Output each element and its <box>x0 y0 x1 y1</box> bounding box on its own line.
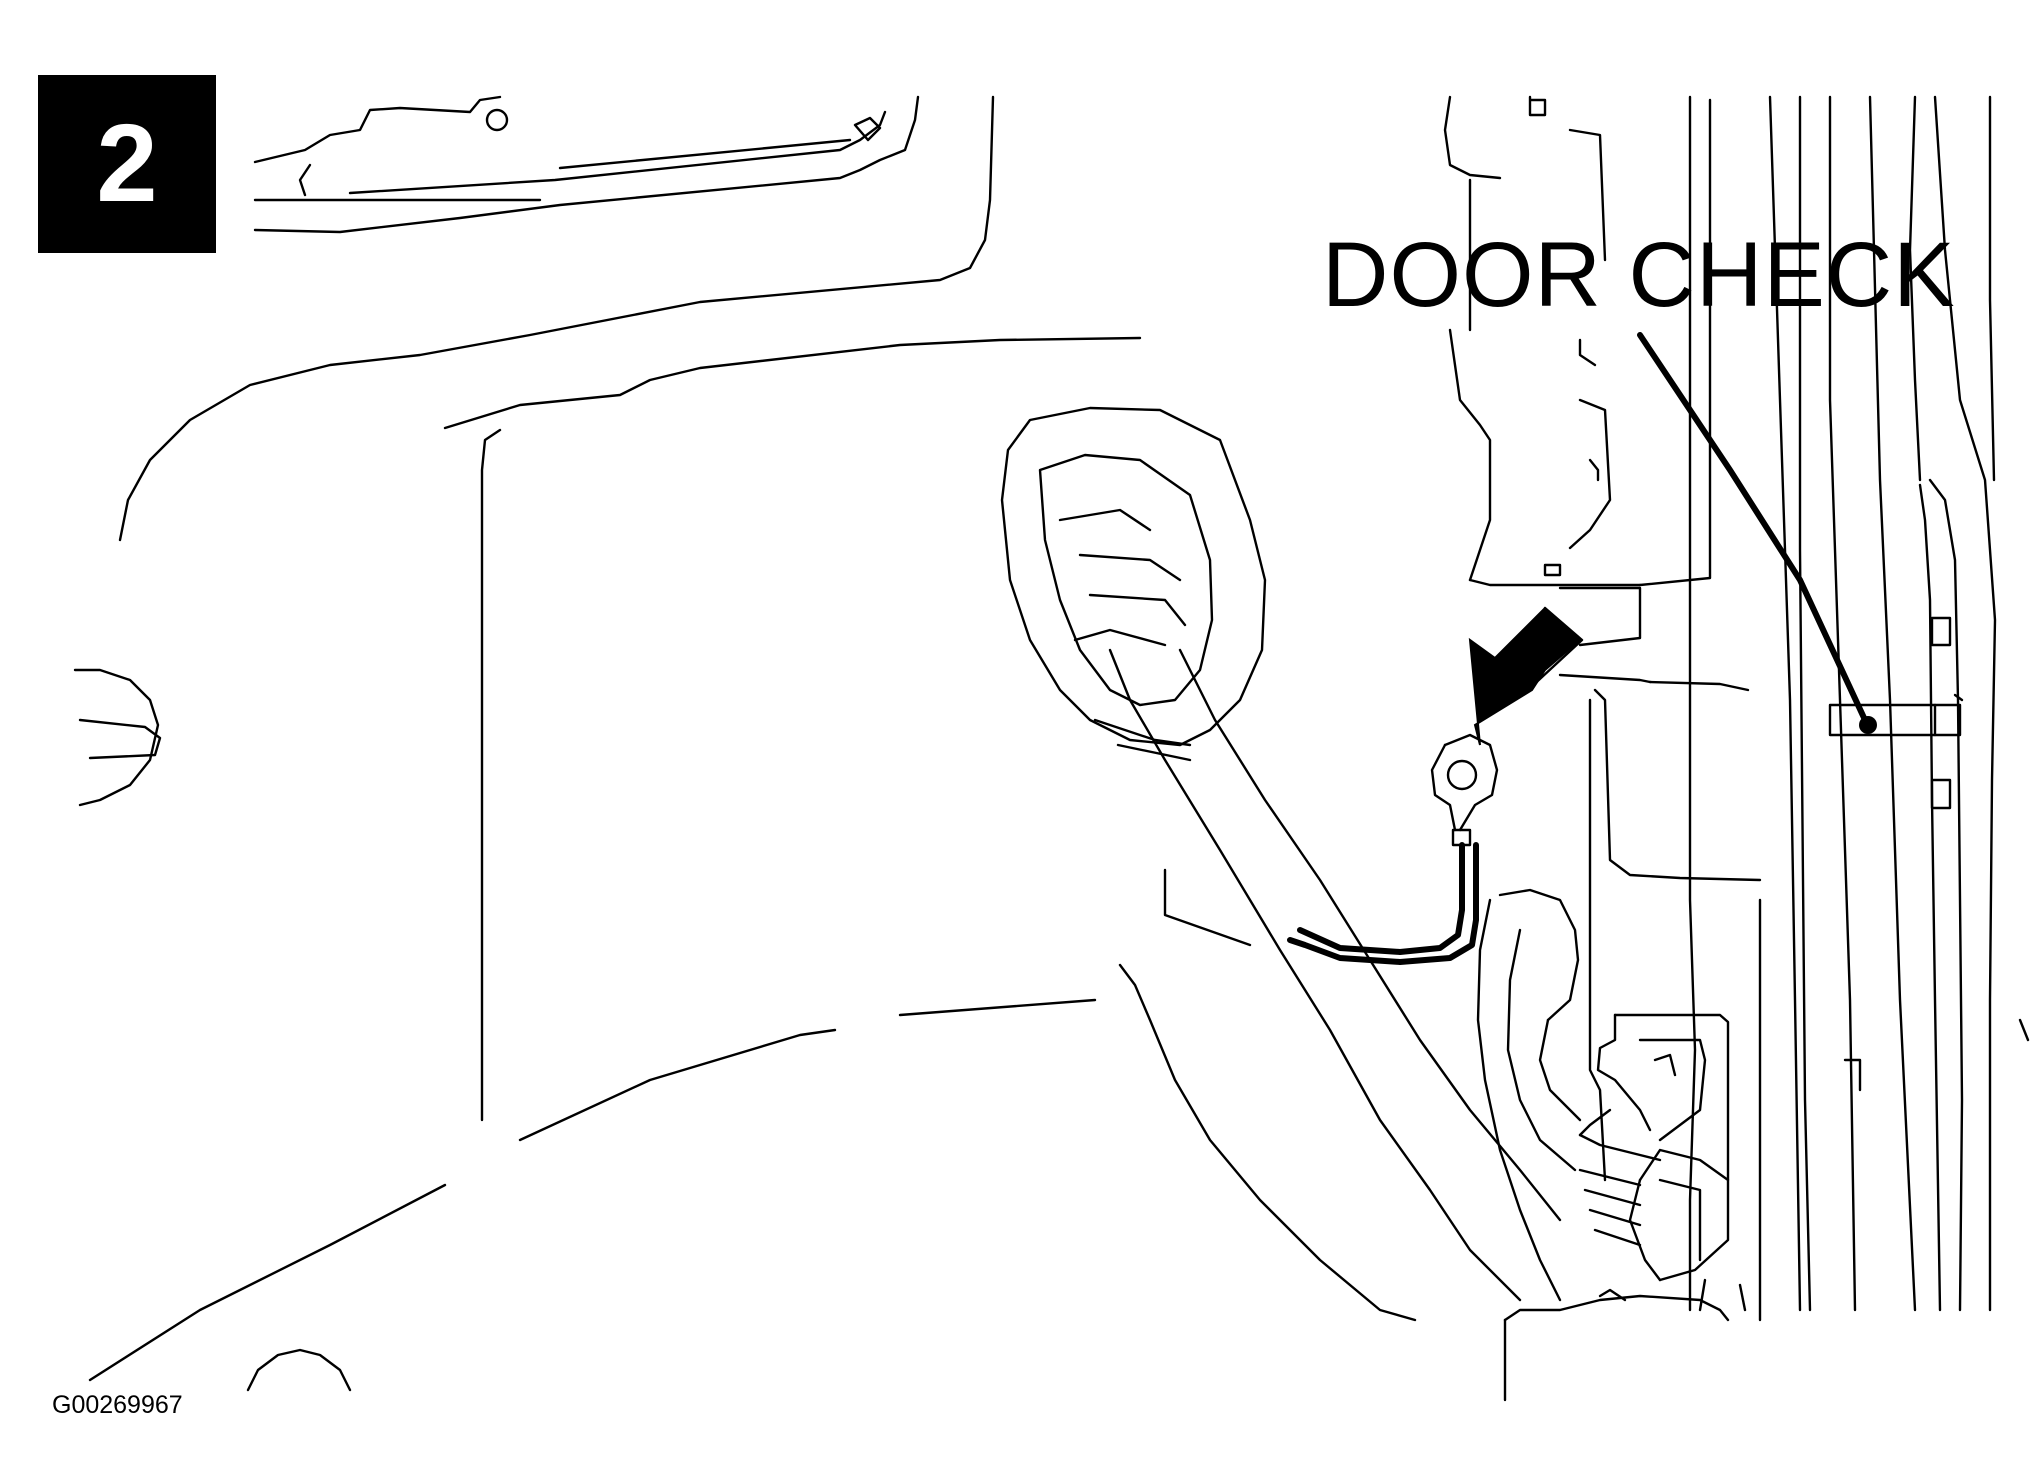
window-trim <box>253 95 920 234</box>
harness-grommet <box>1000 406 1562 1302</box>
door-check-callout: DOOR CHECK <box>1322 224 1956 326</box>
door-panel <box>73 95 1417 1392</box>
ground-terminal-icon <box>1287 733 1499 965</box>
figure-id-label: G00269967 <box>52 1391 183 1419</box>
step-number-badge: 2 <box>38 75 216 253</box>
door-check-leader <box>1637 332 1877 734</box>
wire-connector <box>1476 888 1747 1402</box>
hinge-pillar <box>1443 95 2030 1322</box>
arrow-icon <box>1468 606 1584 746</box>
